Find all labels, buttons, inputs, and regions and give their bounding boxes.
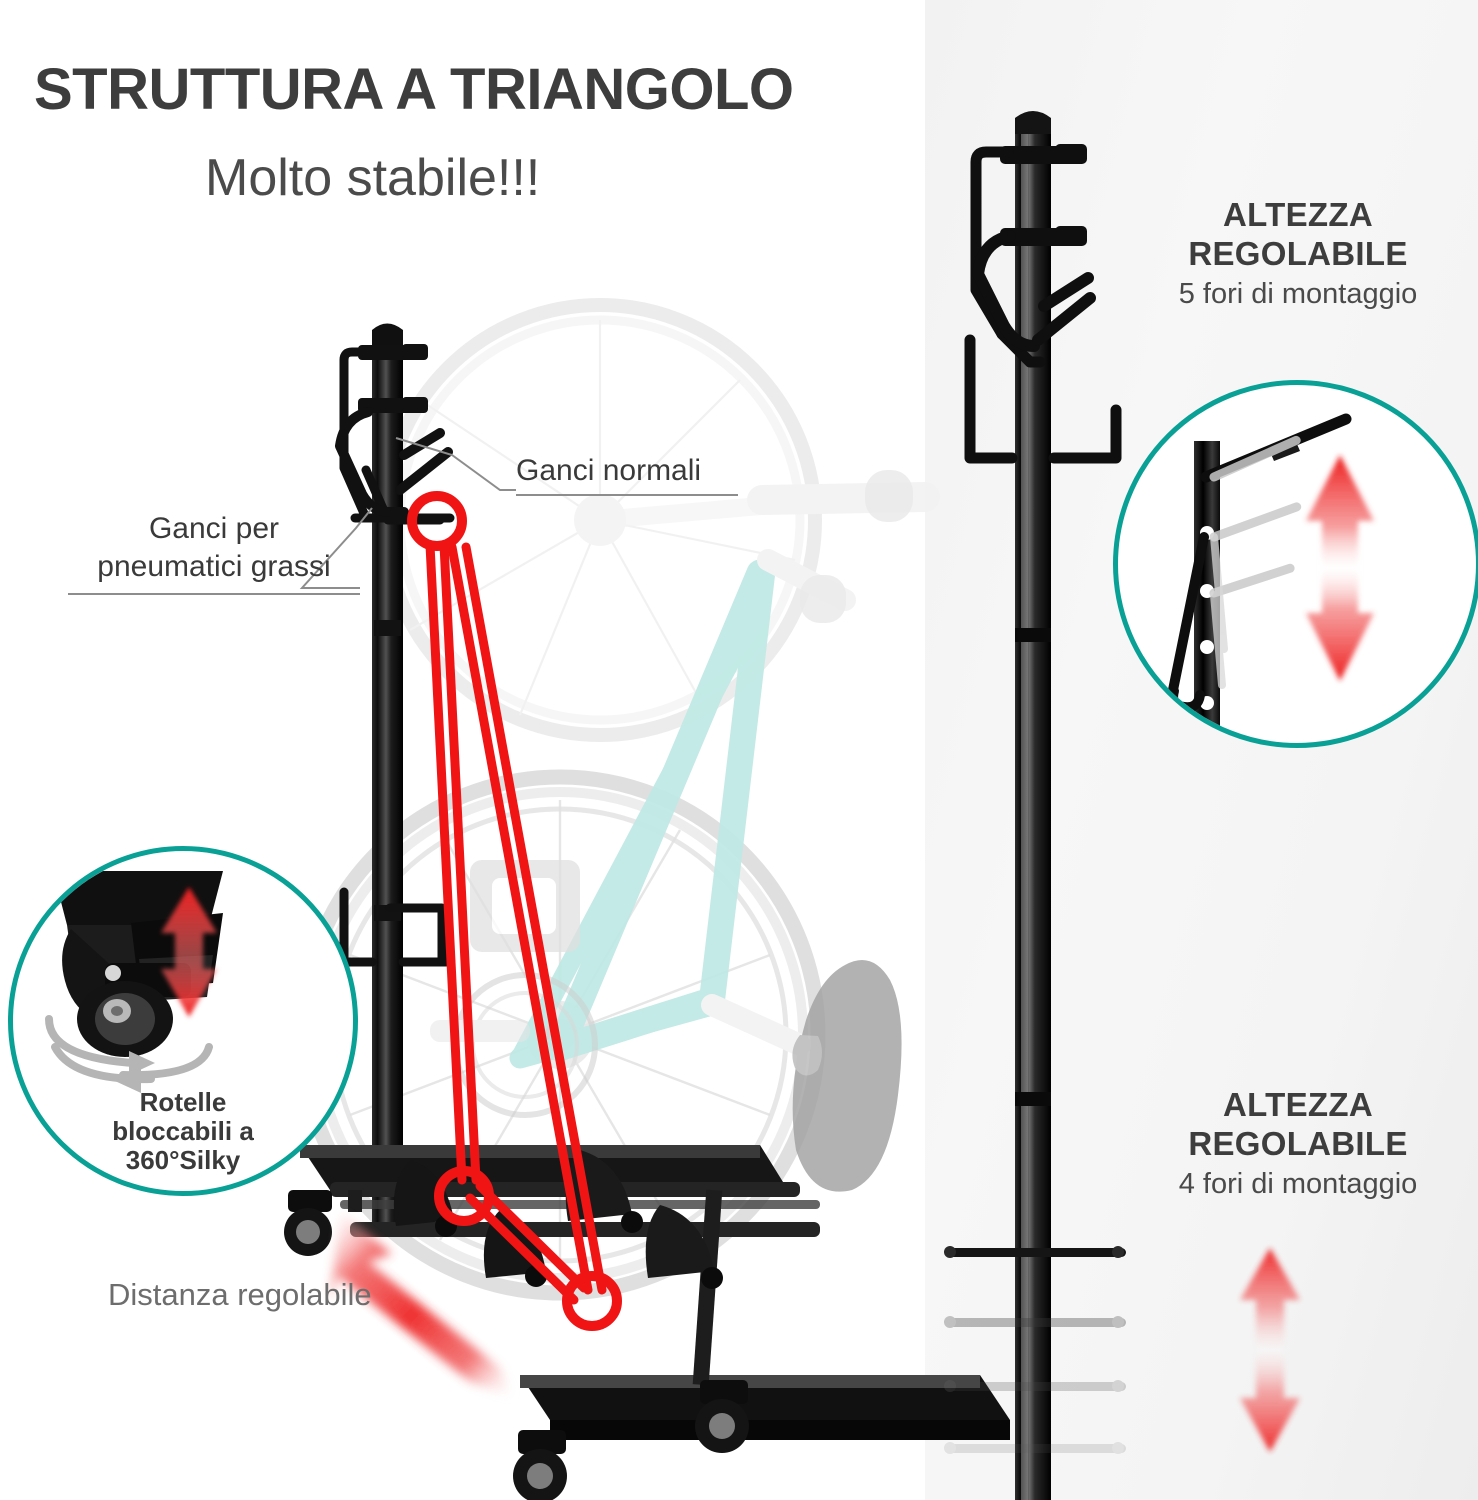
caster-caption-line3: 360°Silky bbox=[125, 1144, 241, 1175]
adjustable-height-top-heading-line2: REGOLABILE bbox=[1188, 234, 1408, 272]
caster-caption-line2: bloccabili a bbox=[112, 1115, 254, 1146]
adjustable-height-top-sub: 5 fori di montaggio bbox=[1178, 278, 1418, 311]
hook-height-detail-callout bbox=[1113, 380, 1478, 748]
label-normal-hooks-text: Ganci normali bbox=[516, 454, 702, 487]
caster-detail-callout: Rotelle bloccabili a 360°Silky bbox=[8, 846, 358, 1196]
label-adjustable-distance-text: Distanza regolabile bbox=[108, 1277, 372, 1312]
adjustable-height-block-top: ALTEZZA REGOLABILE 5 fori di montaggio bbox=[1128, 196, 1468, 311]
label-fat-tire-hooks: Ganci per pneumatici grassi bbox=[68, 510, 360, 595]
adjustable-height-block-bottom: ALTEZZA REGOLABILE 4 fori di montaggio bbox=[1128, 1086, 1468, 1201]
caster-caption-line1: Rotelle bbox=[139, 1086, 227, 1117]
label-fat-tire-hooks-line1: Ganci per bbox=[148, 512, 280, 545]
adjustable-height-top-heading-line1: ALTEZZA bbox=[1223, 196, 1373, 233]
page-subtitle: Molto stabile!!! bbox=[205, 149, 541, 207]
label-normal-hooks: Ganci normali bbox=[516, 452, 738, 497]
label-normal-hooks-rule bbox=[516, 494, 738, 497]
caster-detail-art bbox=[45, 871, 223, 1093]
label-fat-tire-hooks-rule bbox=[68, 592, 360, 595]
adjustable-height-bottom-heading-line2: REGOLABILE bbox=[1188, 1124, 1408, 1162]
adjustable-height-bottom-sub: 4 fori di montaggio bbox=[1178, 1168, 1418, 1201]
caster-caption: Rotelle bloccabili a 360°Silky bbox=[13, 1086, 353, 1175]
adjustable-height-bottom-heading-line1: ALTEZZA bbox=[1223, 1086, 1373, 1123]
page-title: STRUTTURA A TRIANGOLO bbox=[34, 57, 794, 122]
hook-height-detail-art bbox=[1167, 413, 1374, 741]
label-adjustable-distance: Distanza regolabile bbox=[108, 1275, 372, 1315]
label-fat-tire-hooks-line2: pneumatici grassi bbox=[97, 550, 331, 584]
